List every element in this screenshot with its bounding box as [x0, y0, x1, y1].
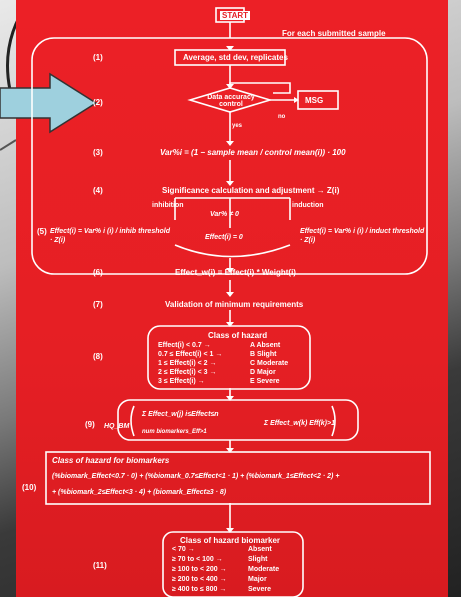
step-8-number: (8)	[93, 352, 103, 361]
biomarker-row-condition: ≥ 400 to ≤ 800 →	[172, 586, 227, 593]
step-10-line-2: + (%biomark_2≤Effect<3 · 4) + (biomark_E…	[52, 489, 227, 496]
biomarker-row-class: Absent	[248, 546, 272, 553]
step-5-number: (5)	[37, 227, 47, 236]
step-4-text: Significance calculation and adjustment …	[162, 186, 340, 195]
step-1-text: Average, std dev, replicates	[183, 53, 288, 62]
step-7-number: (7)	[93, 300, 103, 309]
step-3-number: (3)	[93, 148, 103, 157]
induction-label: induction	[292, 202, 324, 209]
step-5-left-formula: Effect(i) = Var% i (i) / inhib threshold…	[50, 228, 170, 244]
step-6-number: (6)	[93, 268, 103, 277]
step-3-formula: Var%i = (1 − sample mean / control mean(…	[160, 148, 346, 157]
step-7-text: Validation of minimum requirements	[165, 300, 304, 309]
step-1-number: (1)	[93, 53, 103, 62]
hazard-row-condition: Effect(i) < 0.7 →	[158, 342, 211, 349]
hazard-row-condition: 2 ≤ Effect(i) < 3 →	[158, 369, 217, 376]
step-10-number: (10)	[22, 483, 37, 492]
msg-label: MSG	[305, 96, 324, 105]
hazard-row-condition: 1 ≤ Effect(i) < 2 →	[158, 360, 217, 367]
step-9-formula-right: Σ Effect_w(k) Eff(k)>1	[264, 420, 335, 427]
step-5-center-formula: Effect(i) = 0	[205, 234, 243, 241]
decision-label: Data accuracy control	[207, 94, 255, 108]
hazard-row-class: D Major	[250, 369, 276, 376]
step-9-number: (9)	[85, 420, 95, 429]
step-4-number: (4)	[93, 186, 103, 195]
hazard-row-class: B Slight	[250, 351, 277, 358]
biomarker-row-condition: ≥ 200 to < 400 →	[172, 576, 227, 583]
header-label: For each submitted sample	[282, 29, 386, 38]
step-11-title: Class of hazard biomarker	[180, 536, 281, 545]
hazard-row-class: C Moderate	[250, 360, 289, 367]
hazard-row-class: E Severe	[250, 378, 280, 385]
biomarker-row-condition: ≥ 70 to < 100 →	[172, 556, 223, 563]
biomarker-row-condition: < 70 →	[172, 546, 195, 553]
yes-label: yes	[232, 123, 243, 129]
step-2-number: (2)	[93, 98, 103, 107]
biomarker-row-class: Slight	[248, 556, 268, 563]
step-8-title: Class of hazard	[208, 331, 268, 340]
biomarker-row-class: Moderate	[248, 566, 280, 573]
step-9-formula-bottom: num biomarkers_Eff>1	[142, 429, 207, 435]
hazard-row-condition: 3 ≤ Effect(i) →	[158, 378, 205, 385]
step-10-line-1: (%biomark_Effect<0.7 · 0) + (%biomark_0.…	[52, 473, 340, 480]
biomarker-row-condition: ≥ 100 to < 200 →	[172, 566, 227, 573]
no-label: no	[278, 114, 286, 120]
biomarker-row-class: Severe	[248, 586, 271, 593]
start-label: START	[220, 11, 251, 20]
step-11-number: (11)	[93, 561, 107, 570]
step-9-hq-label: HQ_BM	[104, 423, 130, 430]
var-not-zero-label: Var% ≠ 0	[210, 211, 239, 218]
hazard-row-class: A Absent	[250, 342, 281, 349]
hazard-row-condition: 0.7 ≤ Effect(i) < 1 →	[158, 351, 223, 358]
step-10-title: Class of hazard for biomarkers	[52, 456, 170, 465]
inhibition-label: inhibition	[152, 202, 184, 209]
step-6-formula: Effect_w(i) = Effect(i) * Weight(i)	[175, 268, 296, 277]
step-9-formula-top: Σ Effect_w(j) i≤Effect≤n	[142, 411, 219, 418]
biomarker-row-class: Major	[248, 576, 267, 583]
step-5-right-formula: Effect(i) = Var% i (i) / induct threshol…	[300, 228, 425, 244]
